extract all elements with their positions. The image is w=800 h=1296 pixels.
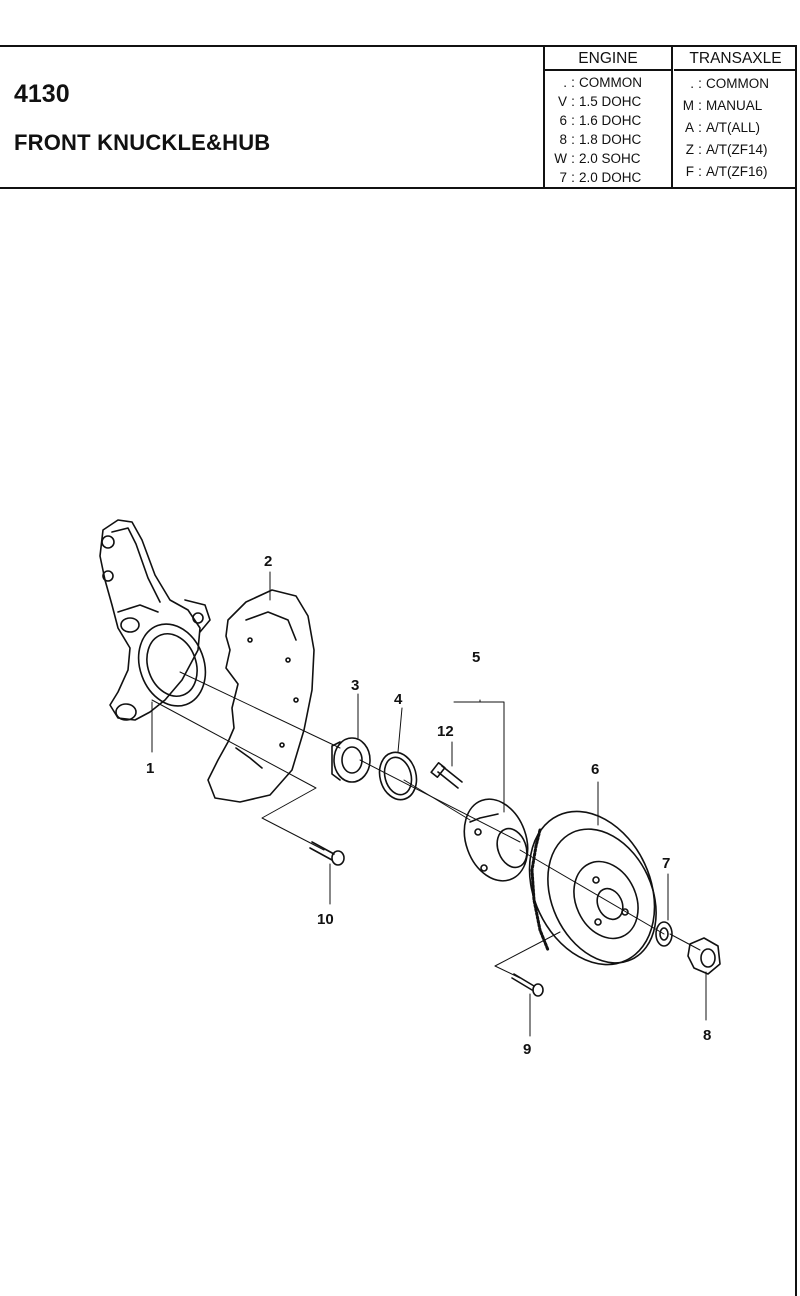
page-code: 4130 [14, 80, 70, 108]
callouts: 1 2 3 4 5 6 7 8 9 10 12 [146, 553, 711, 1058]
brake-disc [528, 810, 657, 966]
engine-heading: ENGINE [545, 47, 671, 71]
dust-cover-bolt [309, 841, 345, 866]
transaxle-row: A:A/T(ALL) [684, 120, 761, 135]
transaxle-column: TRANSAXLE .:COMMON M:MANUAL A:A/T(ALL) Z… [674, 47, 797, 188]
legend-table: ENGINE .:COMMON V:1.5 DOHC 6:1.6 DOHC 8:… [543, 47, 797, 188]
transaxle-heading: TRANSAXLE [674, 47, 797, 71]
transaxle-row: M:MANUAL [682, 98, 763, 113]
steering-knuckle [99, 519, 211, 721]
dust-cover [207, 589, 315, 803]
engine-row: V:1.5 DOHC [557, 94, 642, 109]
callout-6: 6 [591, 761, 599, 778]
header [0, 45, 797, 189]
callout-12: 12 [437, 723, 454, 740]
callout-1: 1 [146, 760, 154, 777]
disc-screw [511, 973, 544, 997]
callout-7: 7 [662, 855, 670, 872]
engine-row: 7:2.0 DOHC [559, 170, 642, 185]
wheel-hub [463, 798, 529, 882]
transaxle-row: .:COMMON [690, 76, 769, 91]
engine-row: 6:1.6 DOHC [559, 113, 642, 128]
callout-10: 10 [317, 911, 334, 928]
hub-nut [687, 937, 721, 975]
page-frame [0, 45, 797, 1296]
callout-9: 9 [523, 1041, 531, 1058]
transaxle-row: Z:A/T(ZF14) [685, 142, 768, 157]
engine-column: ENGINE .:COMMON V:1.5 DOHC 6:1.6 DOHC 8:… [545, 47, 673, 188]
callout-3: 3 [351, 677, 359, 694]
transaxle-row: F:A/T(ZF16) [685, 164, 768, 179]
engine-row: .:COMMON [563, 75, 642, 90]
wheel-bearing [331, 737, 371, 783]
callout-4: 4 [394, 691, 403, 708]
callout-8: 8 [703, 1027, 711, 1044]
washer [655, 921, 673, 947]
callout-5: 5 [472, 649, 480, 666]
page-title: FRONT KNUCKLE&HUB [14, 130, 271, 155]
snap-ring [378, 751, 418, 801]
engine-row: 8:1.8 DOHC [559, 132, 642, 147]
engine-row: W:2.0 SOHC [554, 151, 641, 166]
assembly-lines [151, 571, 707, 1037]
callout-2: 2 [264, 553, 272, 570]
hub-bolt [430, 762, 463, 789]
